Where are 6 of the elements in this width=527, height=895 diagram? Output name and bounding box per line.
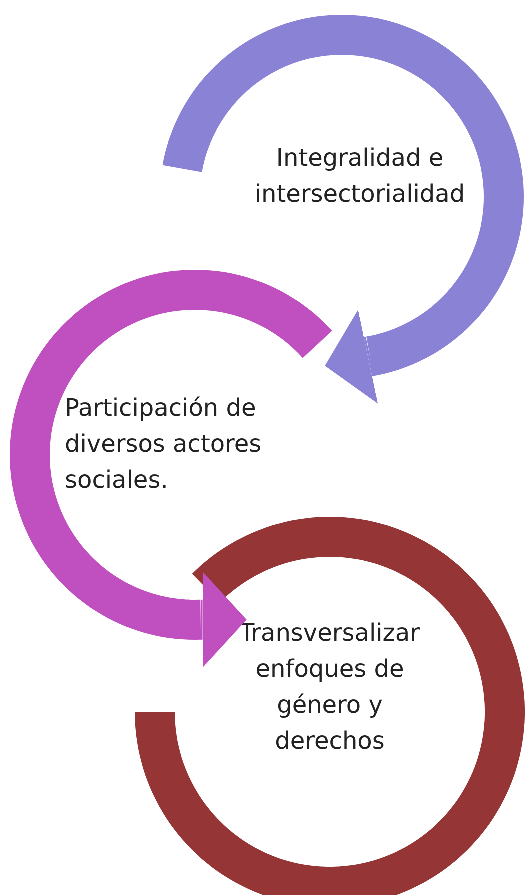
step-ring [135,517,527,895]
arrow [325,310,378,404]
step-text: Integralidad e intersectorialidad [254,143,466,210]
step-text: Transversalizar enfoques de género y derechos [239,618,421,757]
arrow [200,572,247,668]
step-text: Participación de diversos actores sociales. [65,393,263,496]
